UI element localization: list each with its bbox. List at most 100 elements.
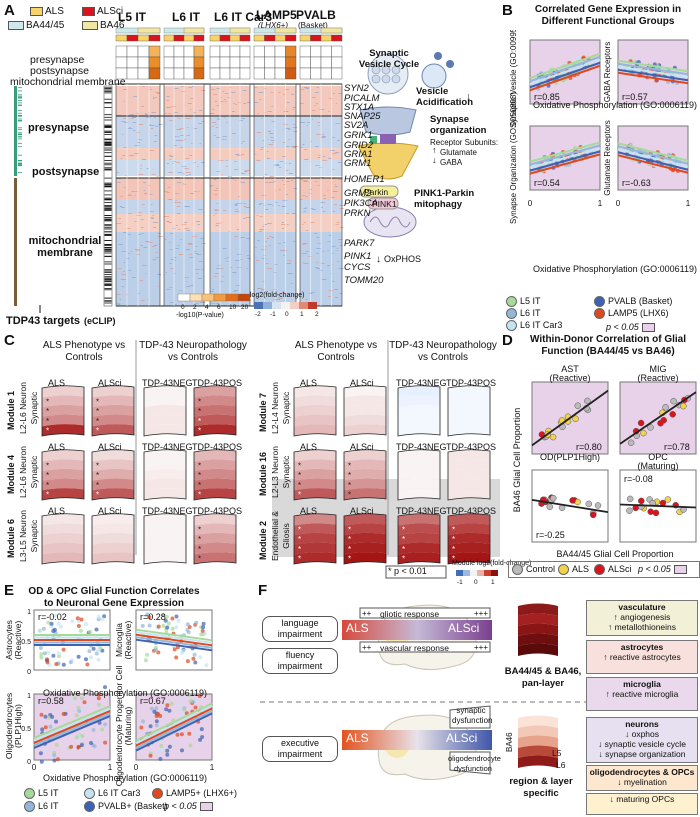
parkin-icon (359, 185, 399, 198)
go-term-cell (229, 56, 241, 69)
c-layer-band (92, 532, 134, 545)
heat-noise (214, 194, 218, 195)
tdp-mark (104, 249, 112, 250)
c-layer-outline (397, 449, 441, 501)
heat-noise (328, 296, 331, 297)
e-point (56, 621, 61, 626)
header-bar-dx (115, 34, 128, 42)
c-layer-band (398, 414, 440, 427)
b-r-value: r=0.54 (534, 178, 560, 188)
go-term-cell (239, 67, 251, 80)
tdp-mark (104, 162, 112, 164)
heat-noise (217, 118, 219, 119)
c-col-label: ALS (300, 378, 318, 388)
heat-noise (164, 216, 169, 217)
e-point (80, 707, 85, 712)
f-box-item: ↓ oxphos (587, 729, 697, 739)
e-point (164, 707, 169, 712)
d-point (594, 502, 602, 509)
heat-noise (307, 122, 311, 123)
arrow-down-icon: ↓ (598, 739, 605, 749)
heat-noise (269, 182, 274, 183)
heat-noise (316, 268, 320, 269)
heat-noise (129, 127, 131, 128)
heat-noise (255, 160, 261, 161)
heat-noise (234, 211, 240, 212)
heat-noise (236, 254, 242, 255)
legend-alsci: ALSci (97, 6, 124, 17)
d-point (572, 415, 579, 423)
pre-mark (18, 96, 22, 98)
go-term-cell (285, 56, 297, 69)
heat-noise (293, 124, 296, 125)
heat-noise (131, 117, 136, 118)
e-fit-line (135, 638, 213, 652)
heat-noise (234, 154, 240, 155)
c-scale-cell (477, 570, 484, 576)
go-term-cell (285, 67, 297, 80)
e-point (87, 649, 92, 654)
tdp-mark (104, 119, 112, 121)
pre-mark (18, 138, 22, 140)
f-bar-top (342, 620, 492, 640)
heat-noise (153, 227, 156, 228)
c-layer-band (194, 542, 236, 555)
heat-noise (274, 164, 280, 165)
e-point (100, 727, 105, 732)
heat-noise (128, 270, 132, 271)
go-term-cell (310, 56, 322, 69)
c-col-label: ALSci (98, 442, 122, 452)
c-layer-band (344, 385, 386, 398)
c-layer-band (144, 414, 186, 427)
b-title: Correlated Gene Expression in Different … (534, 4, 682, 27)
go-term-cell (148, 67, 161, 80)
heat-noise (174, 112, 178, 113)
c-layer-band (398, 532, 440, 545)
heat-noise (302, 144, 305, 145)
pval-scale-cell (189, 293, 203, 302)
heat-noise (120, 196, 123, 197)
heat-noise (315, 165, 320, 166)
go-term-cell (148, 56, 161, 69)
c-layer-band (294, 513, 336, 526)
c-sig-star: * (348, 481, 351, 490)
heat-noise (316, 87, 319, 88)
heat-noise (134, 145, 140, 146)
b-fit-line (617, 148, 689, 168)
c-layer-band (194, 468, 236, 481)
heat-noise (166, 107, 172, 108)
tdp-mark (104, 184, 112, 185)
f-box-item-text: reactive microglia (612, 689, 679, 699)
heat-noise (332, 211, 335, 212)
c-sig-star: * (298, 462, 301, 471)
heat-noise (140, 300, 145, 301)
c-layer-outline (447, 449, 491, 501)
heat-noise (167, 163, 169, 164)
pval-scale-cell (213, 293, 227, 302)
heat-noise (178, 229, 180, 230)
c-layer-band (92, 488, 134, 500)
heat-noise (317, 243, 322, 244)
heat-noise (285, 213, 289, 214)
heat-noise (157, 93, 160, 94)
pval-tick: 6 (217, 304, 221, 311)
go-term-cell (229, 45, 241, 58)
heat-noise (119, 206, 123, 207)
term-presynapse: presynapse (30, 54, 85, 66)
c-layer-band (144, 478, 186, 491)
tdp-label: TDP43 targets (6, 315, 80, 327)
heat-noise (305, 299, 308, 300)
heat-noise (139, 280, 144, 281)
heat-noise (171, 287, 173, 288)
e-legend-item: LAMP5+ (LHX6+) (152, 788, 237, 800)
tdp-mark (104, 205, 112, 206)
heat-noise (117, 304, 121, 305)
group-postsynapse: postsynapse (32, 166, 100, 178)
e-point (94, 627, 99, 632)
go-term-cell (193, 67, 205, 80)
fc-tick: 0 (285, 311, 289, 318)
heat-noise (186, 286, 191, 287)
e-point (100, 617, 105, 622)
e-ytick: 0 (27, 759, 31, 766)
e-point (145, 612, 150, 617)
